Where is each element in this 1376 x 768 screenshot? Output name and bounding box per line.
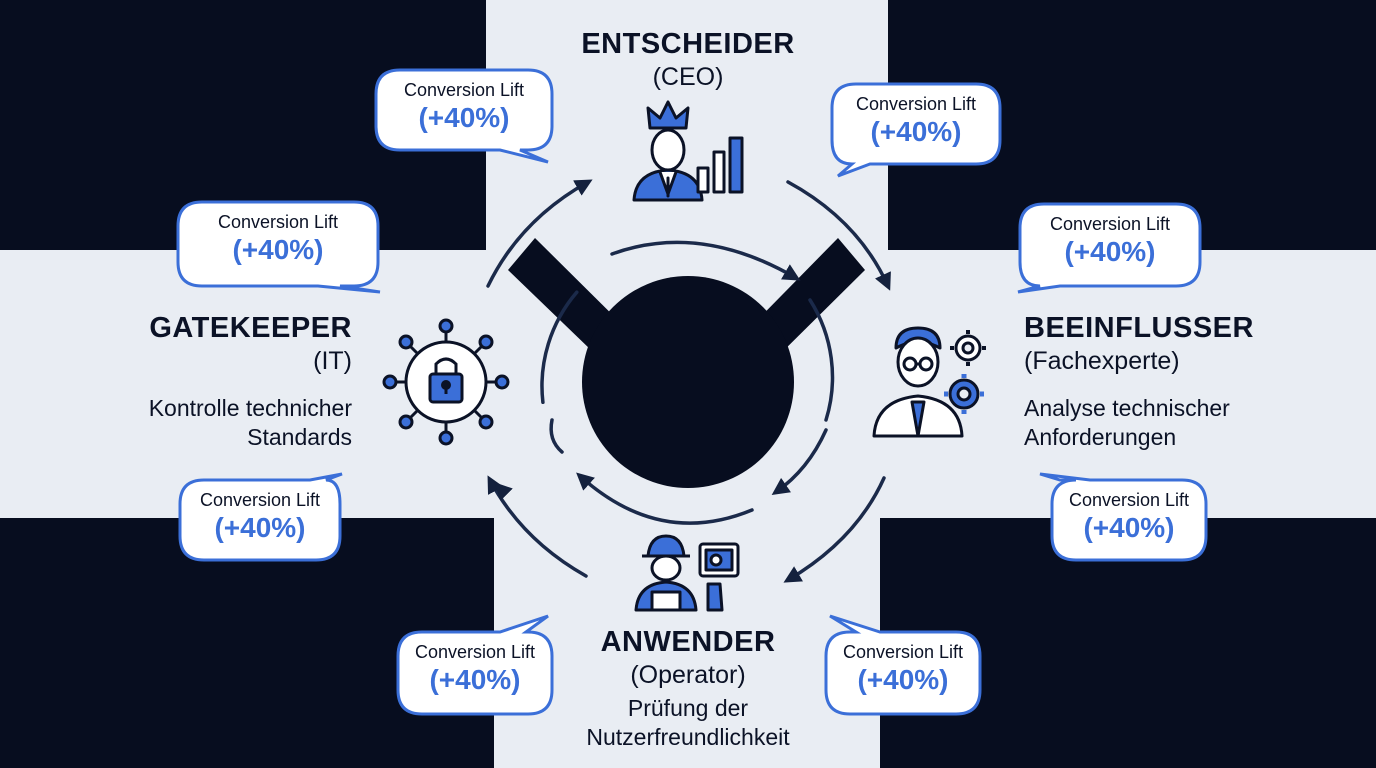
inner-arrow-bottom [576, 472, 754, 525]
bubble-shape-7 [396, 614, 554, 716]
worker-touchscreen-icon [634, 534, 740, 612]
speech-bubble-4: Conversion Lift (+40%) [1025, 214, 1195, 268]
speech-bubble-8: Conversion Lift (+40%) [818, 642, 988, 696]
beeinflusser-subtitle: (Fachexperte) [1024, 347, 1180, 376]
expert-gears-icon [872, 326, 986, 438]
gatekeeper-subtitle: (IT) [313, 347, 352, 376]
beeinflusser-description: Analyse technischer Anforderungen [1024, 394, 1364, 452]
speech-bubble-7: Conversion Lift (+40%) [390, 642, 560, 696]
speech-bubble-1: Conversion Lift (+40%) [379, 80, 549, 134]
speech-bubble-6: Conversion Lift (+40%) [1044, 490, 1214, 544]
role-entscheider: ENTSCHEIDER (CEO) [538, 28, 838, 92]
anwender-subtitle: (Operator) [630, 661, 746, 690]
bubble-shape-4 [1017, 202, 1202, 294]
bubble-value: (+40%) [232, 233, 324, 265]
gatekeeper-desc-line1: Kontrolle technicher [148, 395, 352, 422]
inner-arrow-right [771, 428, 828, 495]
bubble-label: Conversion Lift [414, 642, 536, 662]
outer-cycle-arrows [486, 179, 891, 583]
bubble-shape-3 [176, 200, 381, 294]
bubble-value: (+40%) [1064, 235, 1156, 267]
bubble-value: (+40%) [1083, 511, 1175, 543]
bubble-label: Conversion Lift [217, 212, 339, 232]
role-gatekeeper: GATEKEEPER (IT) Kontrolle technicher Sta… [60, 312, 352, 452]
speech-bubble-3: Conversion Lift (+40%) [193, 212, 363, 266]
speech-bubble-shapes [176, 68, 1208, 716]
bubble-value: (+40%) [418, 101, 510, 133]
beeinflusser-desc-line2: Anforderungen [1024, 423, 1177, 450]
bubble-label: Conversion Lift [855, 94, 977, 114]
bubble-shape-1 [374, 68, 554, 164]
outer-arrow-anwender-to-gatekeeper [487, 475, 588, 578]
beeinflusser-desc-line1: Analyse technischer [1024, 395, 1230, 422]
anwender-desc-line2: Nutzerfreundlichkeit [586, 723, 790, 750]
speech-bubble-2: Conversion Lift (+40%) [831, 94, 1001, 148]
speech-bubble-5: Conversion Lift (+40%) [175, 490, 345, 544]
gatekeeper-desc-line2: Standards [247, 423, 352, 450]
central-hub [508, 238, 865, 488]
gatekeeper-title: GATEKEEPER [149, 312, 352, 344]
bubble-label: Conversion Lift [842, 642, 964, 662]
bubble-shape-8 [824, 614, 982, 716]
anwender-desc-line1: Prüfung der [627, 695, 749, 722]
outer-arrow-beeinflusser-to-anwender [783, 476, 886, 583]
inner-ring-arc-bottom-left [549, 418, 564, 454]
outer-arrow-entscheider-to-beeinflusser [786, 180, 891, 291]
entscheider-subtitle: (CEO) [652, 63, 724, 92]
inner-ring-arc-right [808, 298, 835, 422]
crown-executive-icon [632, 100, 744, 202]
bubble-value: (+40%) [429, 663, 521, 695]
bubble-value: (+40%) [870, 115, 962, 147]
bubble-label: Conversion Lift [403, 80, 525, 100]
bubble-value: (+40%) [857, 663, 949, 695]
role-beeinflusser: BEEINFLUSSER (Fachexperte) Analyse techn… [1024, 312, 1364, 452]
inner-ring-arc-left [540, 290, 579, 405]
bubble-shape-6 [1039, 472, 1208, 562]
role-anwender: ANWENDER (Operator) Prüfung der Nutzerfr… [538, 626, 838, 752]
inner-cycle-ring [540, 240, 835, 525]
entscheider-title: ENTSCHEIDER [581, 28, 795, 60]
bubble-label: Conversion Lift [1068, 490, 1190, 510]
bubble-label: Conversion Lift [199, 490, 321, 510]
outer-arrowhead-gatekeeper [494, 482, 513, 501]
network-lock-icon [382, 318, 510, 446]
bubble-label: Conversion Lift [1049, 214, 1171, 234]
bubble-shape-5 [178, 472, 343, 562]
gatekeeper-description: Kontrolle technicher Standards [60, 394, 352, 452]
anwender-description: Prüfung der Nutzerfreundlichkeit [538, 694, 838, 752]
anwender-title: ANWENDER [600, 626, 776, 658]
inner-arrow-top [610, 240, 801, 281]
outer-arrow-gatekeeper-to-entscheider [486, 179, 593, 288]
beeinflusser-title: BEEINFLUSSER [1024, 312, 1254, 344]
bubble-shape-2 [830, 82, 1002, 178]
bubble-value: (+40%) [214, 511, 306, 543]
